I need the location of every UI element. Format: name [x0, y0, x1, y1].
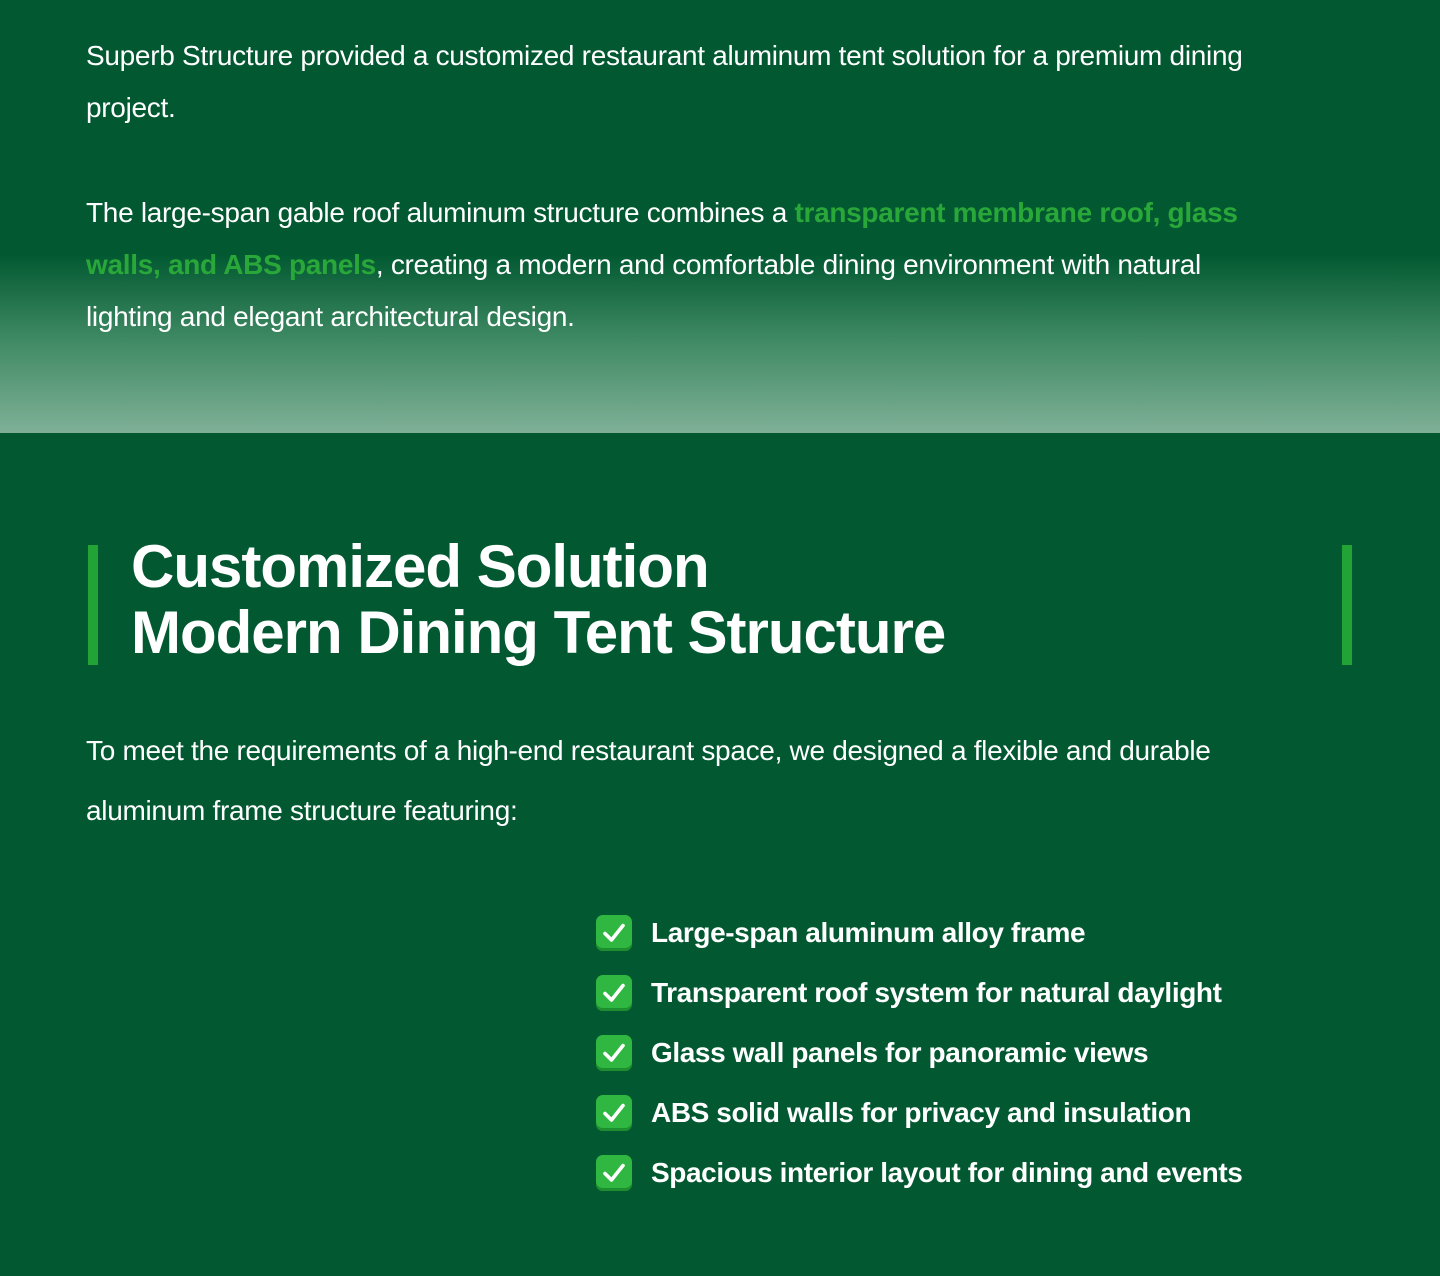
feature-item-label: Spacious interior layout for dining and …	[651, 1157, 1243, 1188]
feature-item-label: Large-span aluminum alloy frame	[651, 917, 1086, 948]
check-mark-icon	[596, 1155, 632, 1191]
intro-paragraph-2: The large-span gable roof aluminum struc…	[86, 187, 1286, 343]
feature-item-label: ABS solid walls for privacy and insulati…	[651, 1097, 1192, 1128]
feature-list: Large-span aluminum alloy frame Transpar…	[596, 903, 1243, 1203]
section-description: To meet the requirements of a high-end r…	[86, 735, 1211, 826]
feature-list-item: ABS solid walls for privacy and insulati…	[596, 1083, 1242, 1143]
section-heading: Customized Solution Modern Dining Tent S…	[131, 533, 946, 666]
section-heading-line-1: Customized Solution	[131, 533, 710, 600]
heading-accent-bar-right	[1342, 545, 1352, 665]
intro-paragraph-2-start: The large-span gable roof aluminum struc…	[86, 197, 795, 228]
feature-list-item: Large-span aluminum alloy frame	[596, 903, 1242, 963]
check-mark-icon	[596, 1095, 632, 1131]
feature-list-item: Spacious interior layout for dining and …	[596, 1143, 1243, 1203]
feature-list-item: Glass wall panels for panoramic views	[596, 1023, 1242, 1083]
section-heading-line-2: Modern Dining Tent Structure	[131, 599, 946, 666]
intro-paragraph-1: Superb Structure provided a customized r…	[86, 40, 1243, 123]
feature-list-item: Transparent roof system for natural dayl…	[596, 963, 1242, 1023]
feature-item-label: Transparent roof system for natural dayl…	[651, 977, 1222, 1008]
feature-item-label: Glass wall panels for panoramic views	[651, 1037, 1149, 1068]
check-mark-icon	[596, 1035, 632, 1071]
intro-highlight-materials: transparent membrane roof, glass walls, …	[86, 197, 1238, 280]
check-mark-icon	[596, 915, 632, 951]
customized-solution-section: Customized Solution Modern Dining Tent S…	[0, 433, 1440, 1276]
intro-section: Superb Structure provided a customized r…	[0, 0, 1440, 433]
intro-paragraph-2-end: , creating a modern and comfortable dini…	[86, 249, 1201, 332]
check-mark-icon	[596, 975, 632, 1011]
heading-accent-bar-left	[88, 545, 98, 665]
